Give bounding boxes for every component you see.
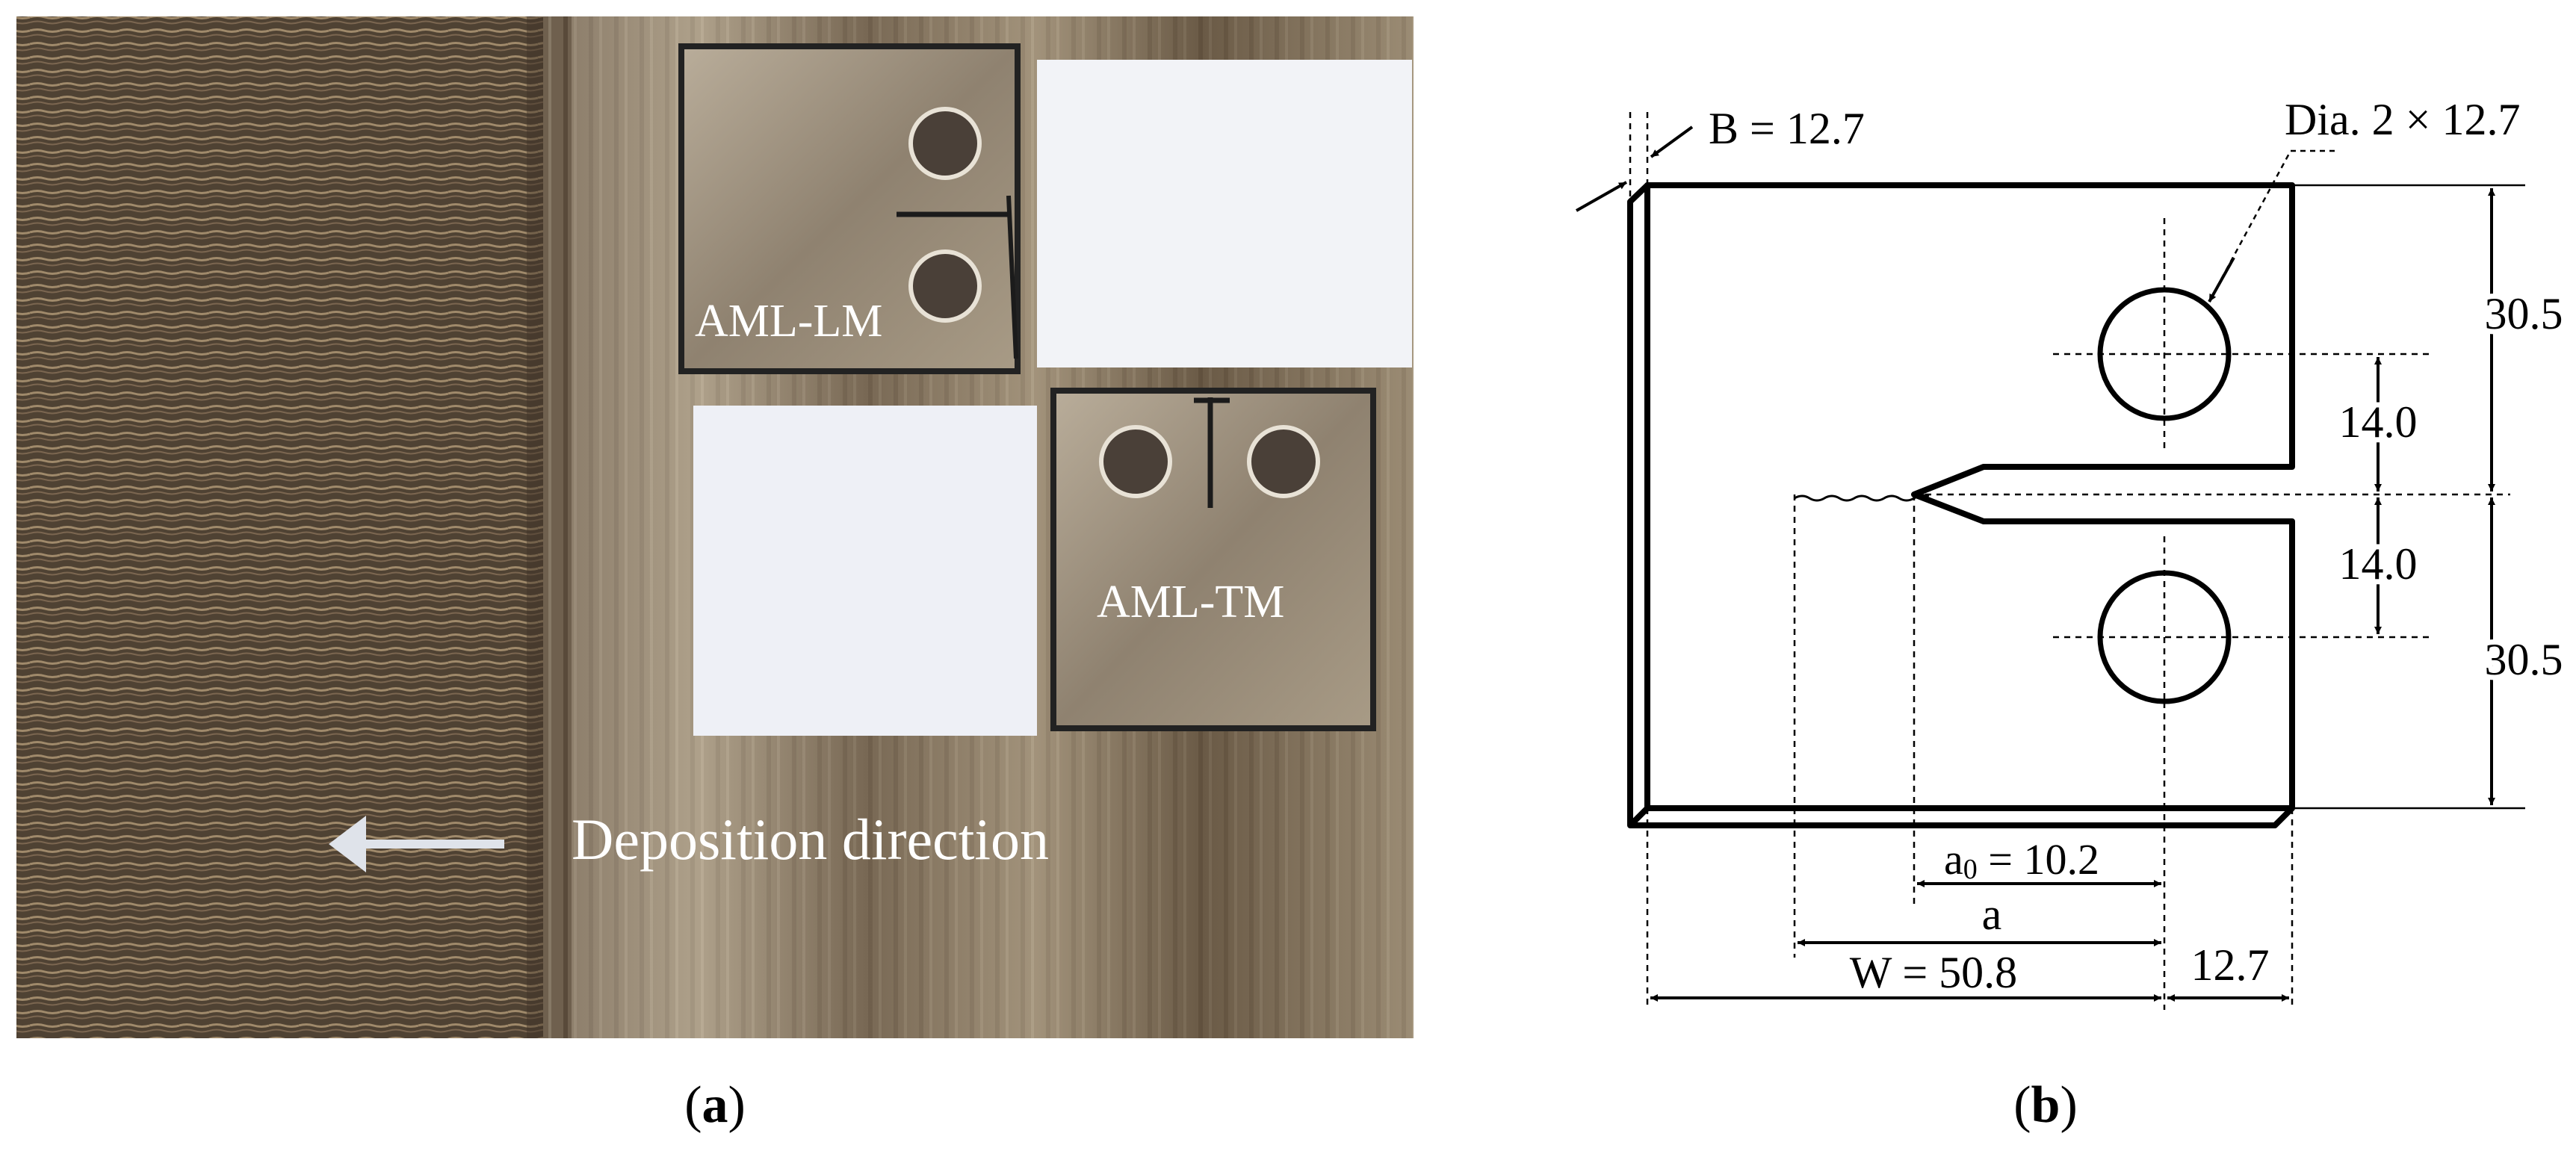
a0-label: a0 = 10.2 <box>1944 835 2099 885</box>
top-height-label: 30.5 <box>2485 289 2563 338</box>
hole-diameter-label: Dia. 2 × 12.7 <box>2285 95 2520 144</box>
specimen-lm-label: AML-LM <box>695 296 882 347</box>
specimen-tm-label: AML-TM <box>1097 577 1284 627</box>
edge-offset-label: 12.7 <box>2191 940 2270 990</box>
specimen-tm <box>1050 388 1376 731</box>
caption-a-close: ) <box>728 1076 746 1134</box>
caption-b: (b) <box>2013 1076 2078 1134</box>
centre-lines <box>1629 112 2510 1010</box>
specimen-tm-left-hole <box>1099 425 1172 498</box>
layer-edge-shade <box>527 16 572 1038</box>
specimen-lm-upper-hole <box>908 107 982 180</box>
deposited-layers <box>16 16 543 1038</box>
caption-a-letter: a <box>702 1076 728 1134</box>
lower-offset-label: 14.0 <box>2339 539 2418 589</box>
a0-subscript: 0 <box>1963 854 1978 885</box>
thickness-label: B = 12.7 <box>1709 104 1865 153</box>
a0-symbol: a <box>1944 835 1963 884</box>
bottom-height-label: 30.5 <box>2485 635 2563 684</box>
photo-panel: AML-LM AML-TM Deposition direction <box>16 16 1414 1038</box>
specimen-lm-lower-hole <box>908 249 982 323</box>
specimen-lm <box>678 43 1021 374</box>
caption-a-open: ( <box>684 1076 702 1134</box>
width-label: W = 50.8 <box>1850 948 2017 997</box>
fatigue-crack <box>1794 494 1930 502</box>
deposition-direction-label: Deposition direction <box>572 807 1049 872</box>
hole-diameter-arrow <box>2208 257 2235 303</box>
a0-value: = 10.2 <box>1978 835 2099 884</box>
hole-diameter-leader <box>2210 149 2335 298</box>
ct-specimen-drawing <box>1576 112 2525 1010</box>
cutout-top-right <box>1037 60 1412 367</box>
thickness-arrow-right <box>1650 125 1694 158</box>
specimen-outline <box>1644 182 2295 811</box>
cutout-bottom-left <box>693 406 1037 736</box>
caption-b-close: ) <box>2060 1076 2077 1134</box>
specimen-lm-crack <box>1006 195 1018 359</box>
thickness-arrow-left <box>1576 181 1627 212</box>
caption-b-open: ( <box>2013 1076 2031 1134</box>
crack-length-label: a <box>1982 890 2002 939</box>
upper-offset-label: 14.0 <box>2339 397 2418 447</box>
specimen-tm-right-hole <box>1247 425 1320 498</box>
deposition-arrow <box>329 816 504 872</box>
caption-a: (a) <box>684 1076 746 1134</box>
caption-b-letter: b <box>2031 1076 2061 1134</box>
